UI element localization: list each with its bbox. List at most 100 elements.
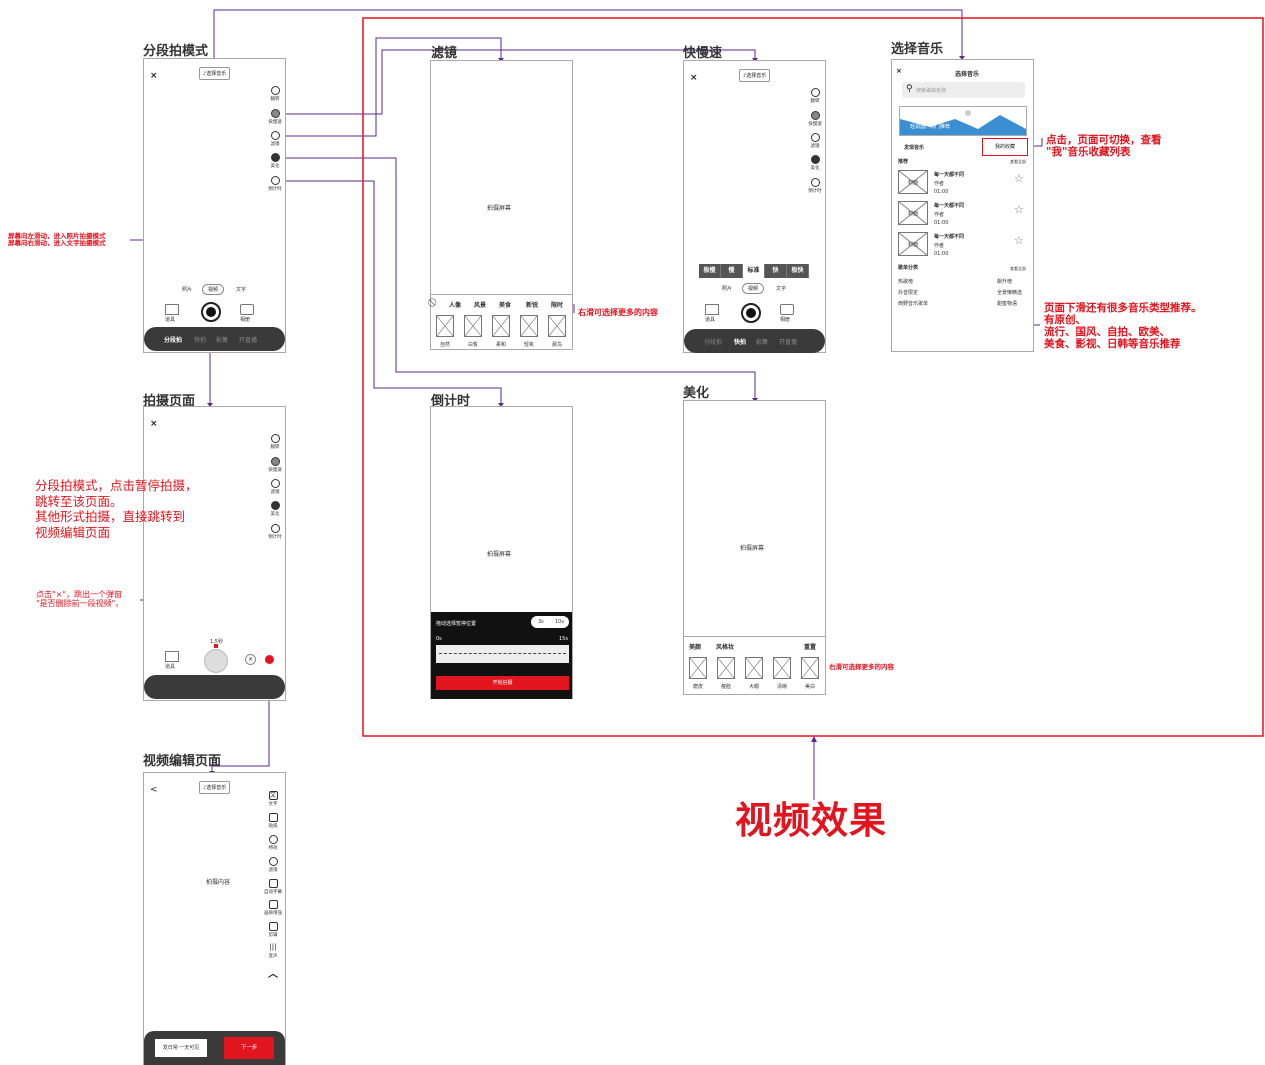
finish-button[interactable] — [265, 655, 274, 664]
choose-music-button[interactable]: ♪选择音乐 — [199, 67, 231, 80]
text-tab[interactable]: 文字 — [236, 287, 247, 293]
speed-option[interactable]: 极慢 — [699, 264, 721, 278]
video-tab[interactable]: 视频 — [742, 283, 765, 294]
reset-button[interactable]: 重置 — [804, 644, 817, 651]
opt-10s[interactable]: 10s — [555, 619, 564, 625]
choose-music-button[interactable]: ♪选择音乐 — [199, 781, 231, 794]
beauty-thumb[interactable] — [801, 657, 819, 679]
mode-live[interactable]: 开直播 — [239, 337, 258, 344]
playlist-category[interactable]: 甜蜜物语 — [997, 301, 1018, 307]
effect-tool[interactable]: 特效 — [264, 835, 282, 851]
text-tab[interactable]: 文字 — [776, 286, 787, 292]
timer-button[interactable]: 倒计时 — [807, 178, 823, 194]
filter-cat[interactable]: 美食 — [499, 302, 512, 309]
song-row[interactable]: 封面 每一天都不同 作者 01:00 ☆ — [898, 201, 1030, 229]
filter-cat[interactable]: 人像 — [449, 302, 462, 309]
speed-option[interactable]: 极快 — [787, 264, 809, 278]
enhance-tool[interactable]: 画质增强 — [264, 900, 282, 916]
flip-button[interactable]: 翻转 — [807, 88, 823, 104]
mode-live[interactable]: 开直播 — [779, 339, 798, 346]
filter-cat[interactable]: 风景 — [474, 302, 487, 309]
beauty-tab[interactable]: 美颜 — [689, 644, 702, 651]
timer-button[interactable]: 倒计时 — [267, 176, 283, 192]
filter-cat[interactable]: 新锐 — [526, 302, 539, 309]
star-icon[interactable]: ☆ — [1014, 234, 1024, 247]
filter-tool[interactable]: 滤镜 — [264, 857, 282, 873]
filter-cat[interactable]: 限时 — [551, 302, 564, 309]
text-tool[interactable]: 文文字 — [268, 791, 278, 807]
makeup-tab[interactable]: 风格妆 — [716, 644, 735, 651]
close-icon[interactable]: × — [150, 71, 158, 81]
props-icon[interactable] — [165, 304, 179, 315]
collapse-icon[interactable]: ︿ — [268, 969, 278, 980]
filter-button[interactable]: 滤镜 — [807, 133, 823, 149]
filter-thumb[interactable] — [464, 315, 482, 337]
flip-button[interactable]: 翻转 — [267, 434, 283, 450]
discover-tab[interactable]: 发现音乐 — [904, 145, 925, 151]
mode-fast[interactable]: 快拍 — [194, 337, 207, 344]
star-icon[interactable]: ☆ — [1014, 203, 1024, 216]
song-row[interactable]: 封面 每一天都不同 作者 01:00 ☆ — [898, 170, 1030, 198]
close-icon[interactable]: × — [896, 67, 902, 75]
speed-option[interactable]: 慢 — [721, 264, 743, 278]
close-icon[interactable]: × — [150, 419, 158, 429]
playlist-category[interactable]: 飙升榜 — [997, 279, 1013, 285]
filter-thumb[interactable] — [492, 315, 510, 337]
filter-button[interactable]: 滤镜 — [267, 131, 283, 147]
sticker-tool[interactable]: 贴纸 — [264, 813, 282, 829]
next-button[interactable]: 下一步 — [224, 1037, 274, 1059]
beauty-button[interactable]: 美化 — [267, 153, 283, 169]
mode-segment[interactable]: 分段拍 — [704, 339, 723, 346]
playlist-category[interactable]: 热歌榜 — [898, 279, 914, 285]
shutter-button[interactable] — [741, 303, 761, 323]
opt-3s[interactable]: 3s — [538, 619, 544, 625]
video-tab[interactable]: 视频 — [202, 284, 225, 295]
back-icon[interactable]: < — [150, 785, 158, 795]
subtitle-tool[interactable]: 自动字幕 — [264, 879, 282, 895]
view-all-link[interactable]: 查看全部 — [1010, 266, 1026, 271]
search-input[interactable]: ⚲ 搜索歌曲名称 — [902, 82, 1025, 98]
my-favorites-tab[interactable]: 我的收藏 — [982, 138, 1028, 156]
song-row[interactable]: 封面 每一天都不同 作者 01:00 ☆ — [898, 232, 1030, 260]
beauty-thumb[interactable] — [773, 657, 791, 679]
beauty-button[interactable]: 美化 — [267, 501, 283, 517]
beauty-thumb[interactable] — [745, 657, 763, 679]
cut-tool[interactable]: 剪辑 — [264, 922, 282, 938]
beauty-thumb[interactable] — [717, 657, 735, 679]
playlist-category[interactable]: 抖音限定 — [898, 290, 919, 296]
mode-segment[interactable]: 分段拍 — [164, 337, 183, 344]
record-progress-ring[interactable] — [204, 649, 228, 673]
album-icon[interactable] — [780, 304, 794, 315]
timer-button[interactable]: 倒计时 — [267, 524, 283, 540]
star-icon[interactable]: ☆ — [1014, 172, 1024, 185]
filter-thumb[interactable] — [548, 315, 566, 337]
speed-button[interactable]: 快慢速 — [807, 111, 823, 127]
choose-music-button[interactable]: ♪选择音乐 — [739, 69, 771, 82]
speed-button[interactable]: 快慢速 — [267, 109, 283, 125]
delete-segment-button[interactable]: × — [245, 654, 256, 665]
mode-fast[interactable]: 快拍 — [734, 339, 747, 346]
playlist-category[interactable]: 西野音乐歌单 — [898, 301, 929, 307]
photo-tab[interactable]: 照片 — [722, 286, 733, 292]
music-banner[interactable]: 轻调酒、热门推荐 — [899, 106, 1027, 136]
close-icon[interactable]: × — [690, 73, 698, 83]
speed-option[interactable]: 快 — [765, 264, 787, 278]
flip-button[interactable]: 翻转 — [267, 86, 283, 102]
voice-tool[interactable]: |||变声 — [268, 943, 278, 959]
photo-tab[interactable]: 照片 — [182, 287, 193, 293]
speed-option[interactable]: 标准 — [743, 264, 765, 278]
shutter-button[interactable] — [201, 302, 221, 322]
time-toggle[interactable]: 3s 10s — [531, 616, 569, 628]
mode-movie[interactable]: 影集 — [216, 337, 229, 344]
props-icon[interactable] — [165, 651, 179, 662]
start-countdown-button[interactable]: 开始拍摄 — [436, 676, 569, 690]
mode-movie[interactable]: 影集 — [756, 339, 769, 346]
props-icon[interactable] — [705, 304, 719, 315]
view-all-link[interactable]: 查看全部 — [1010, 159, 1026, 164]
beauty-button[interactable]: 美化 — [807, 155, 823, 171]
filter-thumb[interactable] — [436, 315, 454, 337]
filter-thumb[interactable] — [520, 315, 538, 337]
timeline-slider[interactable] — [436, 645, 569, 663]
speed-button[interactable]: 快慢速 — [267, 457, 283, 473]
playlist-category[interactable]: 全景懒精选 — [997, 290, 1023, 296]
